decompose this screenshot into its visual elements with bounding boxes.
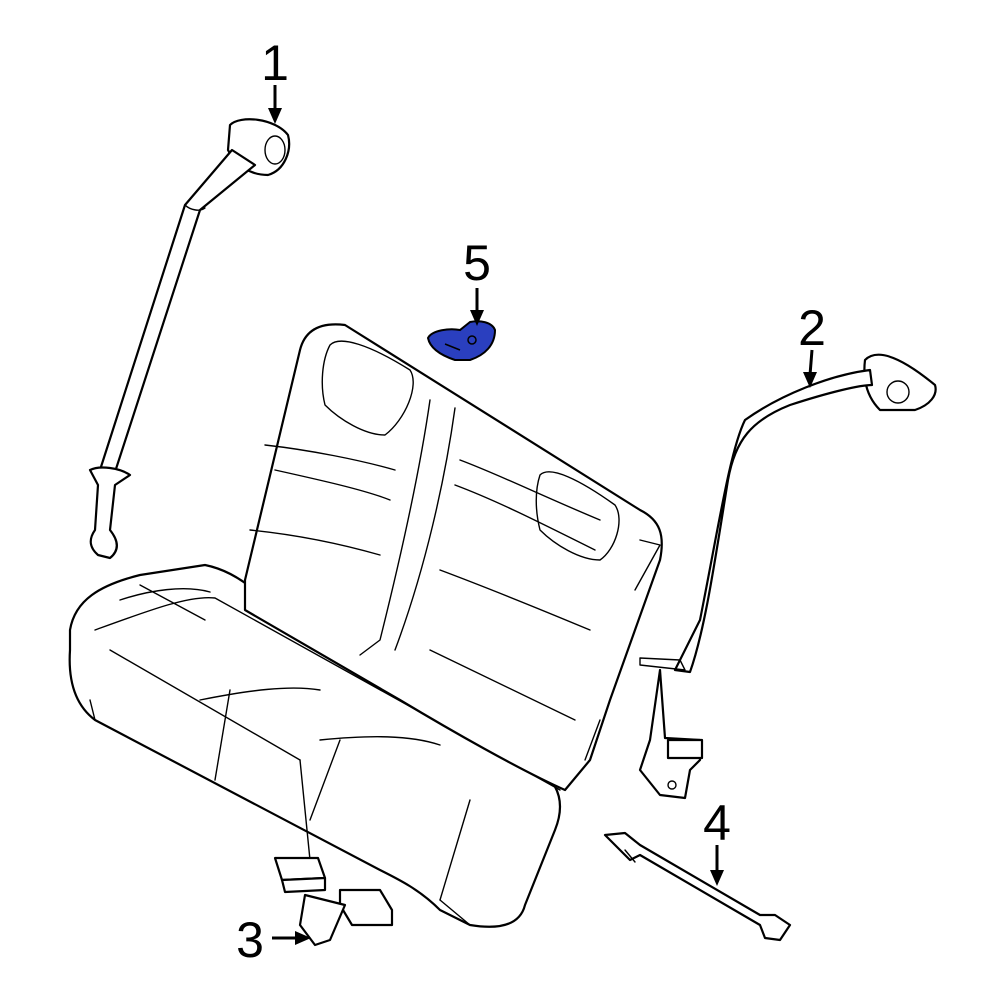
callout-arrow-5 (470, 288, 484, 326)
bracket-highlighted (426, 320, 497, 361)
seat-belt-left-assembly (88, 118, 291, 560)
callout-label-5: 5 (463, 235, 491, 291)
callout-label-1: 1 (261, 35, 289, 91)
callout-arrow-2 (803, 349, 817, 388)
callout-arrow-4 (710, 845, 724, 886)
callout-arrow-3 (272, 931, 311, 945)
seat-belt-strap (603, 831, 792, 942)
callout-arrow-1 (268, 85, 282, 124)
callout-label-2: 2 (798, 300, 826, 356)
rear-seat (68, 323, 663, 928)
seat-belt-right-assembly (638, 353, 937, 800)
callout-label-3: 3 (236, 912, 264, 968)
callout-label-4: 4 (703, 795, 731, 851)
seat-belt-buckle (273, 856, 394, 947)
